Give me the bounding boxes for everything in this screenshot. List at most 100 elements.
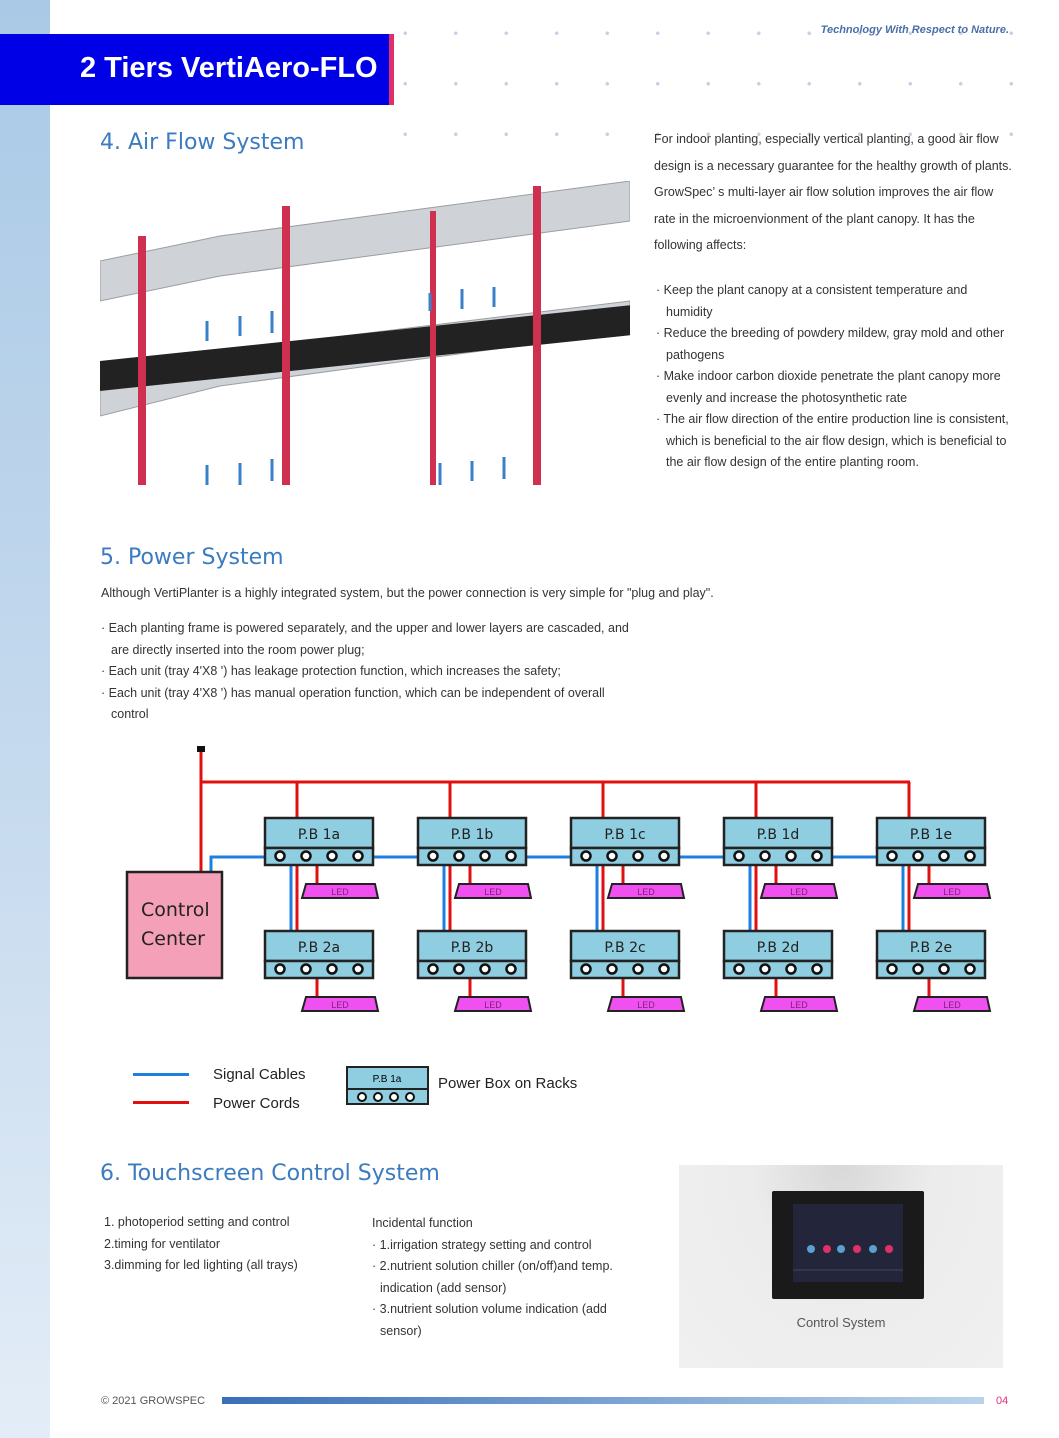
bullet: Make indoor carbon dioxide penetrate the… [656,366,1011,409]
touch-main-functions: 1. photoperiod setting and control 2.tim… [104,1212,298,1277]
control-center-label: Control [141,899,210,921]
outlet-icon [912,963,924,975]
dot-pattern [380,8,1040,178]
side-stripe [0,0,50,1438]
outlet-icon [785,850,797,862]
power-box-label: P.B 2e [910,940,952,956]
page-title: 2 Tiers VertiAero-FLO [80,52,378,84]
led-fixture [606,996,686,1012]
power-box-legend-label: Power Box on Racks [438,1075,578,1092]
air-flow-intro: For indoor planting, especially vertical… [654,132,1012,252]
touch-incidental-functions: Incidental function 1.irrigation strateg… [372,1213,642,1342]
bullet: Each unit (tray 4'X8 ') has manual opera… [101,683,641,726]
led-fixture [300,996,380,1012]
outlet-icon [300,963,312,975]
power-intro: Although VertiPlanter is a highly integr… [101,586,714,600]
bullet: Keep the plant canopy at a consistent te… [656,280,1011,323]
outlet-icon [632,850,644,862]
led-label: LED [637,887,655,897]
outlet-icon [733,850,745,862]
led-label: LED [484,887,502,897]
power-box [416,816,528,850]
power-box [875,816,987,850]
section-heading-touchscreen: 6. Touchscreen Control System [100,1161,440,1186]
outlet-icon [479,963,491,975]
page-number: 04 [996,1395,1009,1407]
power-box-label: P.B 2b [451,940,494,956]
power-box-label: P.B 2c [604,940,645,956]
tagline: Technology With Respect to Nature. [820,24,1009,36]
outlet-icon [453,850,465,862]
outlet-icon [352,850,364,862]
outlet-icon [606,850,618,862]
power-box-outlets [875,959,987,980]
power-box-label: P.B 2a [298,940,340,956]
led-fixture [759,996,839,1012]
led-fixture [912,996,992,1012]
power-box-label: P.B 1e [910,827,952,843]
air-flow-bullets: Keep the plant canopy at a consistent te… [656,280,1011,474]
outlet-icon [427,850,439,862]
outlet-icon [759,850,771,862]
function-item: 2.timing for ventilator [104,1236,221,1251]
bullet: Each unit (tray 4'X8 ') has leakage prot… [101,661,641,683]
power-wiring-diagram: P.B 1a LED P.B 2a LED P.B 1b LED P.B 2b LED P.B … [125,746,992,1012]
power-box-label: P.B 1b [451,827,494,843]
led-label: LED [943,887,961,897]
outlet-icon [326,963,338,975]
outlet-icon [964,850,976,862]
power-box-label: P.B 2d [757,940,800,956]
outlet-icon [886,850,898,862]
control-center-box [125,870,224,980]
outlet-icon [938,850,950,862]
power-box-outlets [263,959,375,980]
power-box-outlets [569,959,681,980]
air-flow-rack-image [99,180,631,485]
outlet-icon [352,963,364,975]
outlet-icon [580,850,592,862]
power-box-label: P.B 1a [298,827,340,843]
led-label: LED [790,887,808,897]
led-fixture [300,883,380,899]
power-box [875,929,987,963]
power-box-outlets [722,959,834,980]
led-label: LED [331,887,349,897]
power-bullets: Each planting frame is powered separatel… [101,618,641,726]
outlet-icon [811,850,823,862]
led-label: LED [484,1000,502,1010]
outlet-icon [912,850,924,862]
outlet-icon [785,963,797,975]
power-box-label: P.B 1d [757,827,800,843]
outlet-icon [505,850,517,862]
led-label: LED [331,1000,349,1010]
outlet-icon [300,850,312,862]
incidental-item: 1.irrigation strategy setting and contro… [372,1235,642,1257]
plug-icon [197,746,205,752]
touchscreen-device [772,1191,924,1299]
power-box-outlets [875,846,987,867]
power-box-outlets [416,959,528,980]
outlet-icon [479,850,491,862]
led-fixture [606,883,686,899]
control-system-image: Control System [679,1165,1003,1368]
outlet-icon [964,963,976,975]
control-system-caption: Control System [796,1315,886,1330]
section-heading-air-flow: 4. Air Flow System [100,130,305,155]
bullet: The air flow direction of the entire pro… [656,409,1011,474]
power-box-legend-icon: P.B 1a [346,1066,429,1105]
outlet-icon [658,963,670,975]
incidental-item: 2.nutrient solution chiller (on/off)and … [372,1256,642,1299]
outlet-icon [811,963,823,975]
outlet-icon [632,963,644,975]
power-legend-label: Power Cords [213,1095,300,1112]
outlet-icon [733,963,745,975]
incidental-item: 3.nutrient solution volume indication (a… [372,1299,642,1342]
bullet: Reduce the breeding of powdery mildew, g… [656,323,1011,366]
legend-box-label: P.B 1a [373,1074,402,1085]
outlet-icon [326,850,338,862]
function-item: 3.dimming for led lighting (all trays) [104,1258,298,1272]
copyright: © 2021 GROWSPEC [101,1395,206,1407]
title-banner: 2 Tiers VertiAero-FLO [0,34,394,105]
outlet-icon [886,963,898,975]
led-label: LED [637,1000,655,1010]
